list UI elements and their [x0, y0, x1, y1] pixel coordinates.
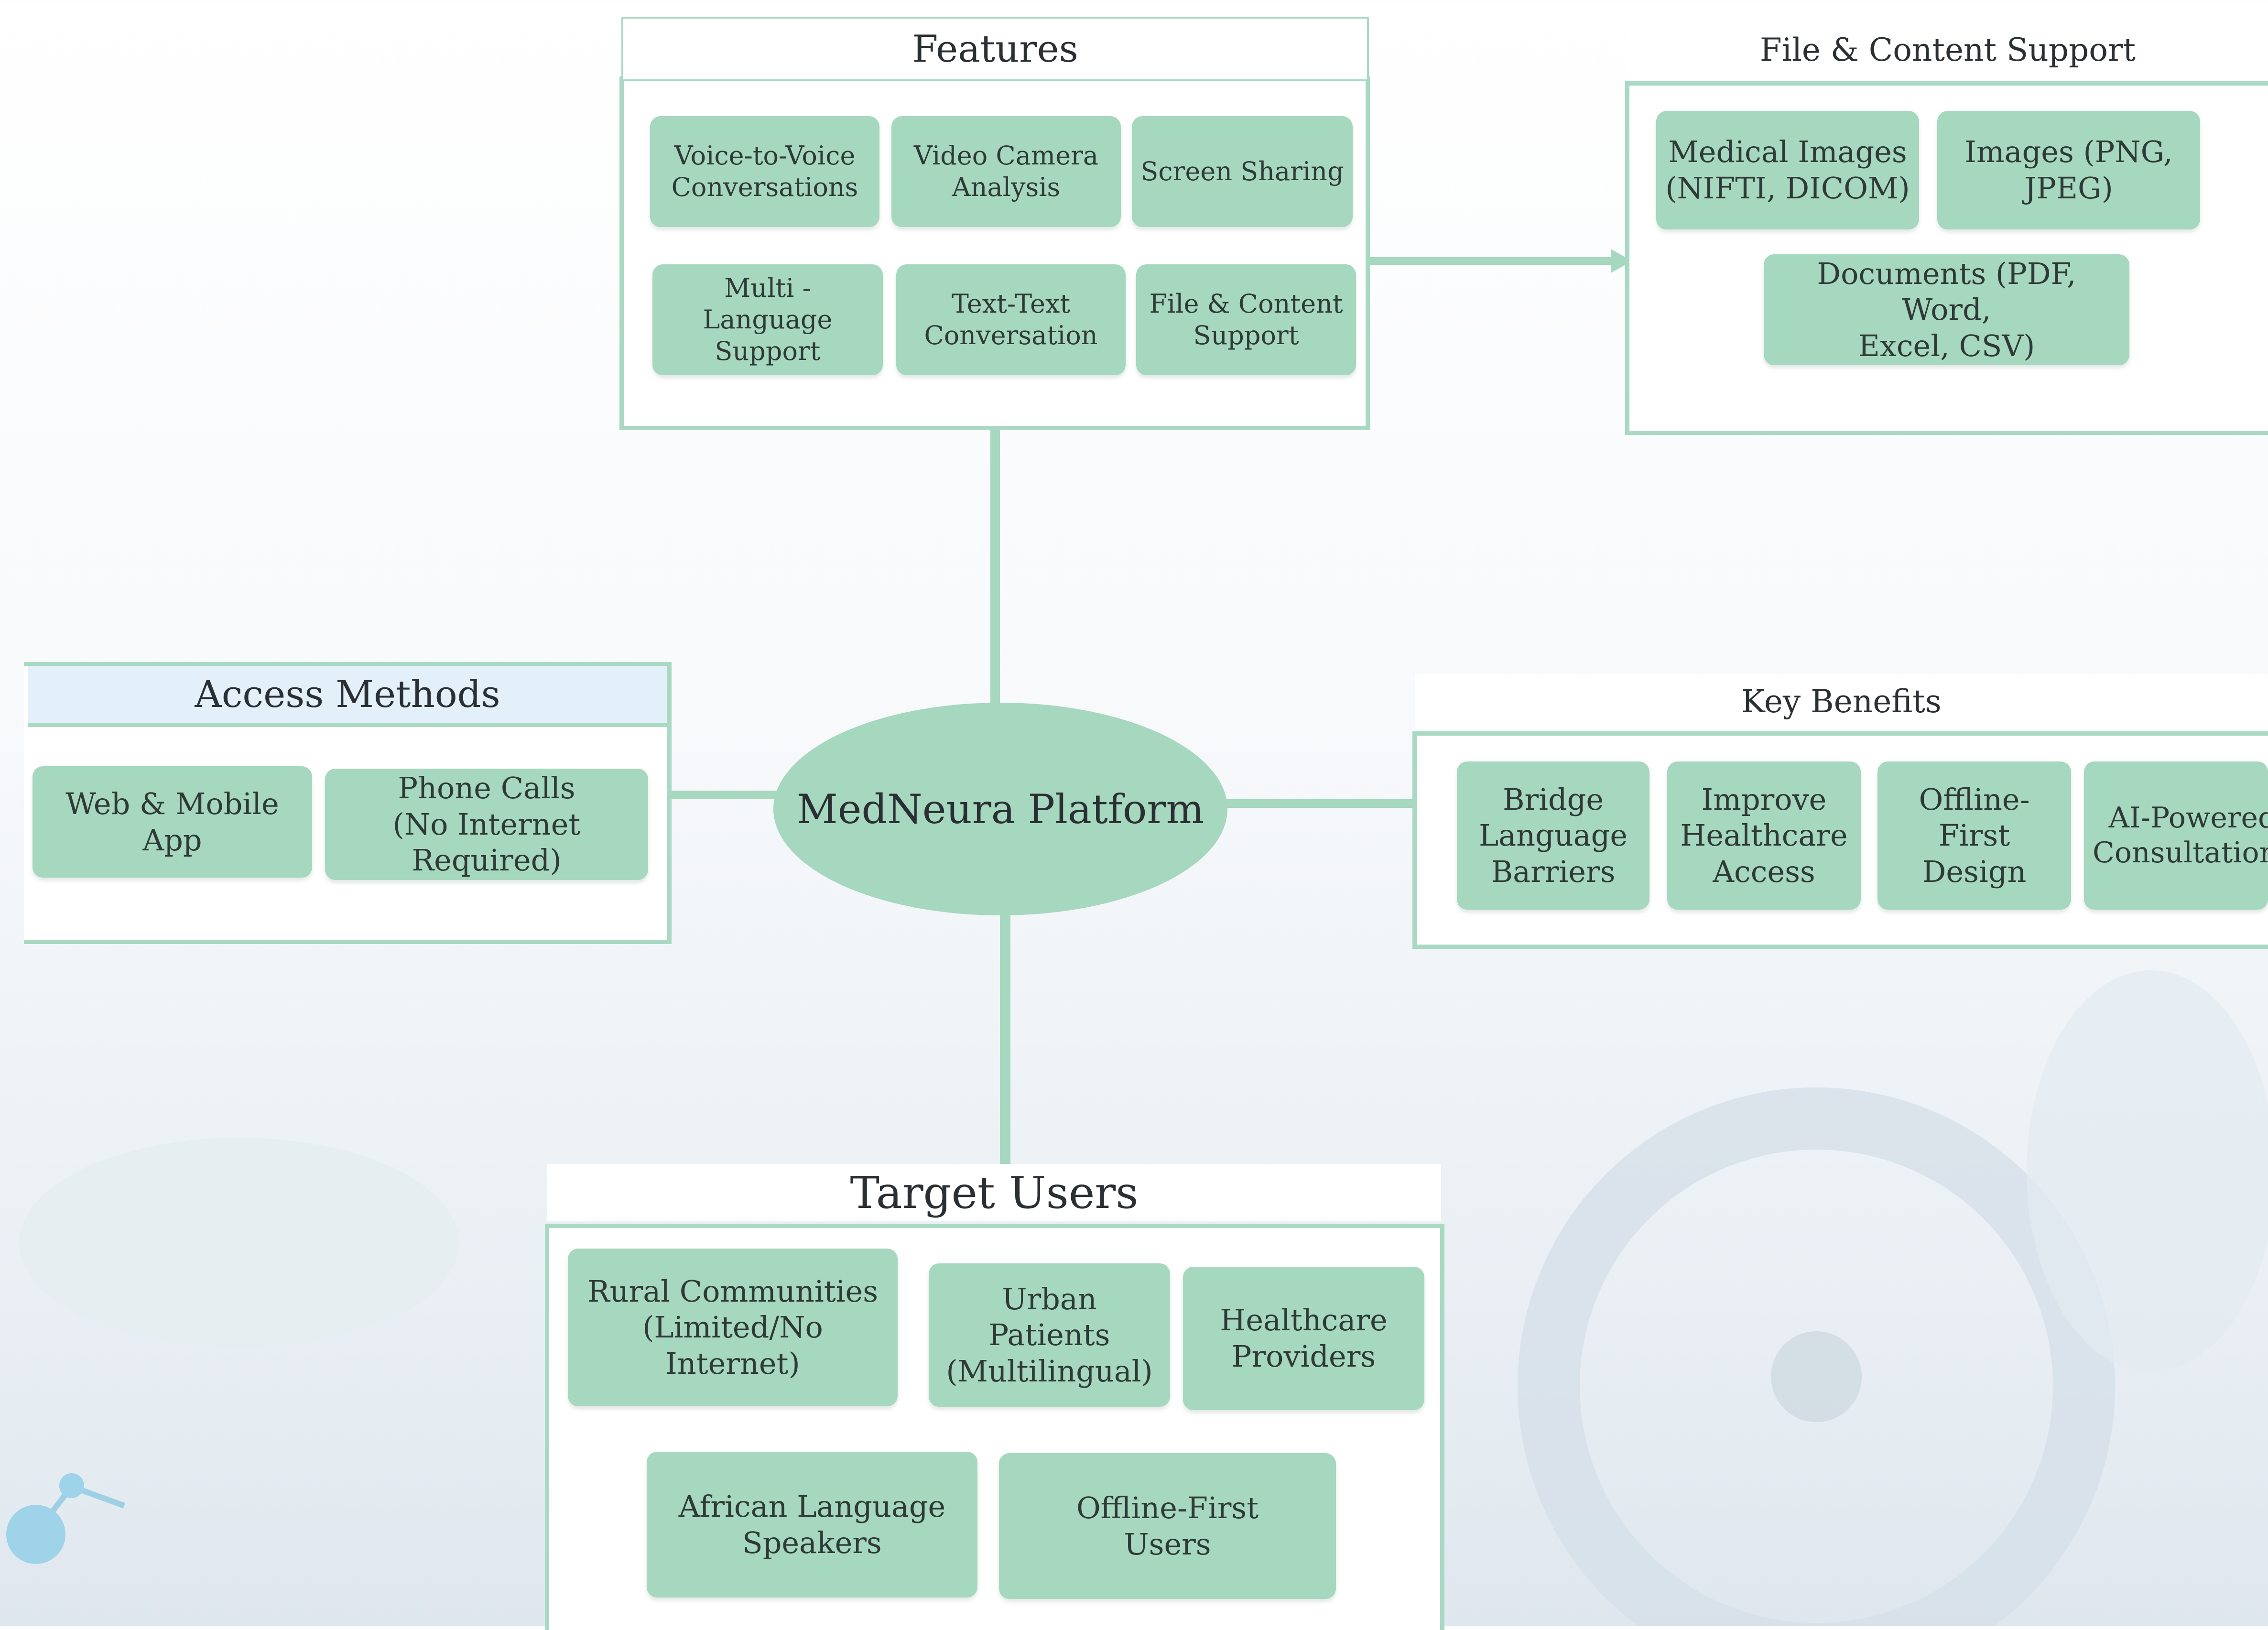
central-platform-node: MedNeura Platform [773, 703, 1227, 915]
file-support-item: Documents (PDF, Word, Excel, CSV) [1764, 254, 2129, 365]
features-title: Features [621, 17, 1369, 81]
molecule-icon [6, 1505, 65, 1564]
target-user-item: African Language Speakers [647, 1452, 977, 1597]
feature-item: Text-Text Conversation [896, 264, 1126, 375]
target-users-title: Target Users [547, 1164, 1441, 1221]
connector-features [990, 428, 1000, 705]
access-method-item: Web & Mobile App [33, 766, 312, 878]
connector-file-support [1369, 257, 1618, 265]
key-benefit-item: Offline-First Design [1877, 761, 2071, 910]
feature-item: Video Camera Analysis [891, 116, 1121, 227]
feature-item: Voice-to-Voice Conversations [650, 116, 879, 227]
file-support-item: Images (PNG, JPEG) [1937, 111, 2200, 229]
platform-label: MedNeura Platform [796, 785, 1205, 833]
feature-item: Multi - Language Support [652, 264, 883, 375]
connector-access-methods [668, 791, 777, 799]
feature-item: Screen Sharing [1132, 116, 1353, 227]
feature-item: File & Content Support [1136, 264, 1356, 375]
target-user-item: Urban Patients (Multilingual) [929, 1263, 1170, 1407]
file-support-title: File & Content Support [1628, 19, 2268, 80]
access-method-item: Phone Calls (No Internet Required) [325, 769, 648, 880]
target-user-item: Rural Communities (Limited/No Internet) [568, 1249, 898, 1406]
key-benefit-item: Improve Healthcare Access [1667, 761, 1861, 910]
target-user-item: Offline-First Users [999, 1453, 1336, 1599]
key-benefits-title: Key Benefits [1415, 674, 2268, 729]
arrow-head-icon [1611, 249, 1632, 273]
key-benefit-item: Bridge Language Barriers [1457, 761, 1649, 910]
connector-key-benefits [1224, 799, 1415, 808]
access-methods-title: Access Methods [28, 666, 667, 727]
connector-target-users [1000, 911, 1010, 1164]
file-support-item: Medical Images (NIFTI, DICOM) [1656, 111, 1919, 229]
target-user-item: Healthcare Providers [1183, 1267, 1424, 1410]
key-benefit-item: AI-Powered Consultations [2084, 761, 2268, 910]
